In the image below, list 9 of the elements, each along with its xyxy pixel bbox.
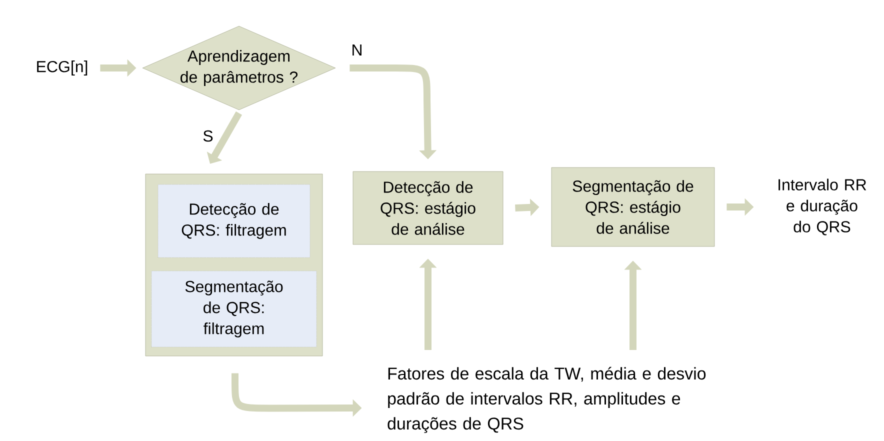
process-box: Detecção de QRS: filtragem — [158, 184, 310, 258]
process-box: Segmentação de QRS: filtragem — [151, 270, 317, 348]
process-box: Segmentação de QRS: estágio de análise — [551, 167, 715, 247]
edge-label: S — [202, 129, 214, 143]
text-label: Intervalo RR e duração do QRS — [778, 178, 866, 236]
edge-label: N — [350, 44, 364, 56]
process-box: Detecção de QRS: estágio de análise — [352, 171, 504, 245]
text-label: Fatores de escala da TW, média e desvio padrão de intervalos RR, amplitudes e durações de QRS — [388, 366, 706, 434]
text-label: ECG[n] — [37, 60, 88, 76]
